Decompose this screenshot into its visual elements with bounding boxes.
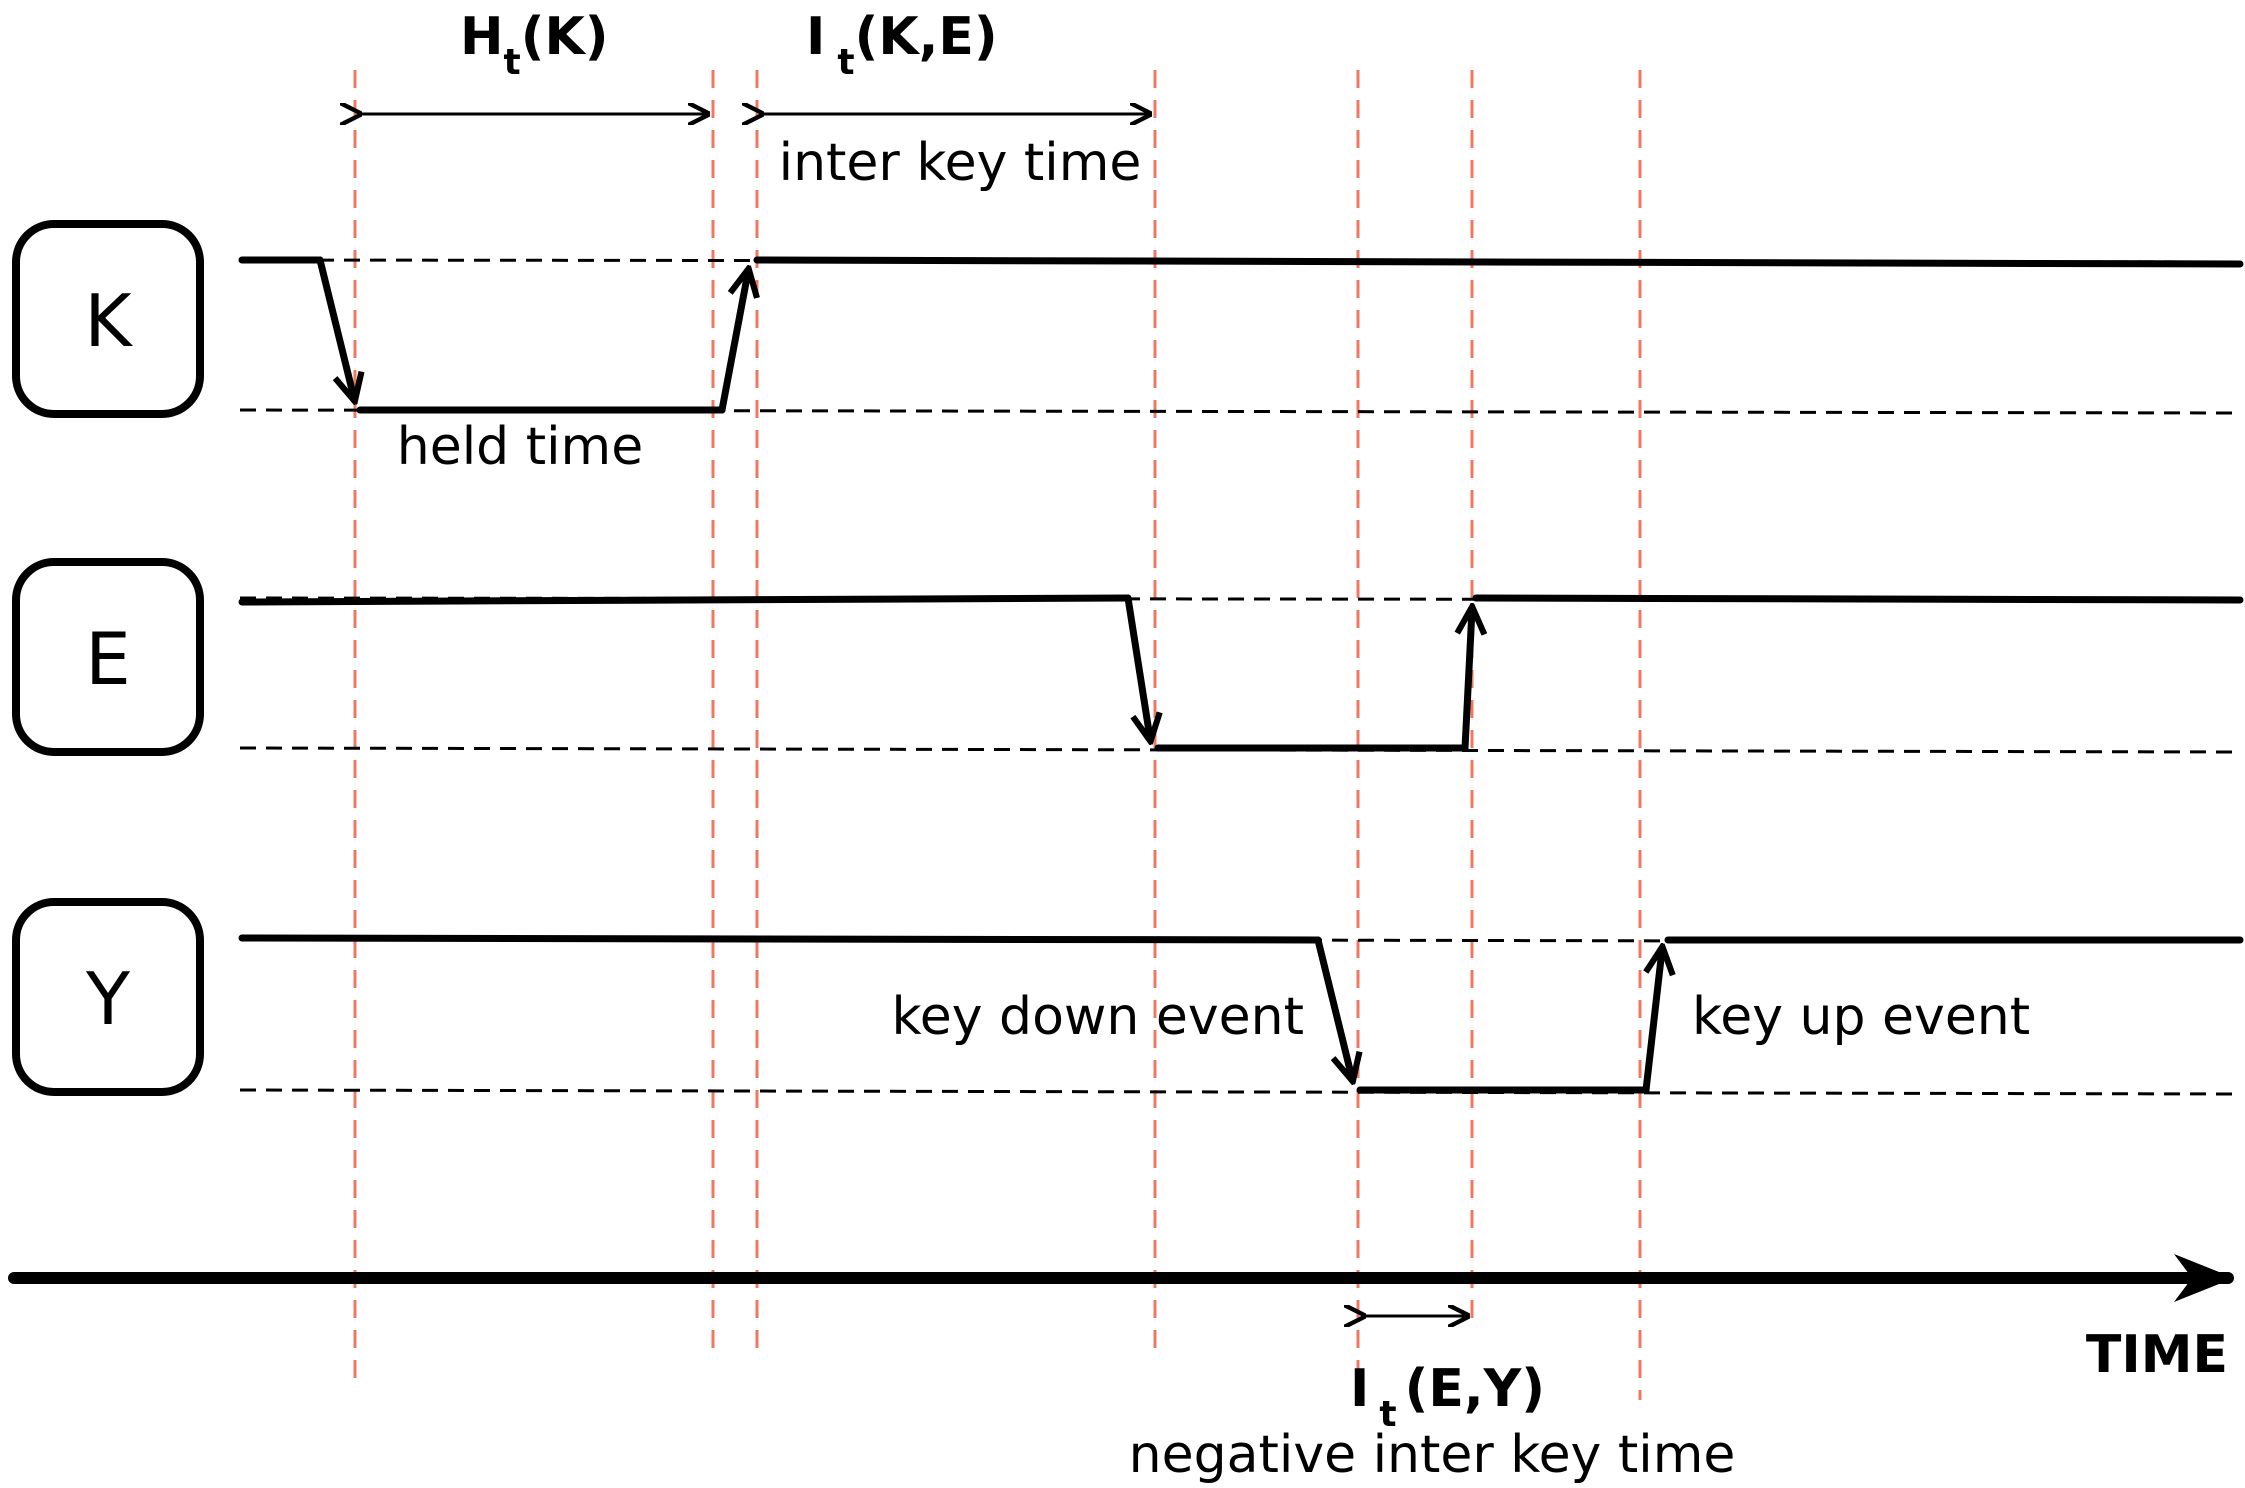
held-time-formula: Ht(K) [460,7,609,83]
k-down-arrow [316,256,354,398]
key-e: E [12,558,204,756]
held-time-label: held time [397,417,643,477]
k-up-arrow [718,272,748,414]
reference-levels [239,258,2241,1096]
k-signal-released [753,256,2244,268]
key-k: K [12,220,204,418]
key-k-label: K [84,279,133,363]
key-up-event-label: key up event [1692,987,2030,1047]
e-down-arrow [1124,594,1150,738]
keycap [12,220,204,418]
keycap [12,558,204,756]
keycap [12,898,204,1096]
k-down-level [239,408,2241,415]
y-down-arrow [1314,936,1352,1078]
event-markers [353,70,1642,1400]
key-y-label: Y [85,957,131,1041]
key-down-event-label: key down event [892,987,1305,1047]
negative-inter-key-time-label: negative inter key time [1129,1425,1736,1483]
key-e-label: E [85,617,131,701]
key-y: Y [12,898,204,1096]
inter-key-time-label: inter key time [779,133,1142,193]
e-signal-idle [238,594,1132,606]
k-signal [238,256,2244,414]
y-signal [238,934,2244,1094]
y-up-arrow [1642,950,1662,1094]
e-up-arrow [1465,610,1472,752]
e-signal [238,594,2244,752]
y-signal-idle [238,934,1322,944]
e-signal-released [1472,594,2244,604]
time-axis-label: TIME [2086,1325,2228,1385]
y-down-level [239,1088,2241,1096]
